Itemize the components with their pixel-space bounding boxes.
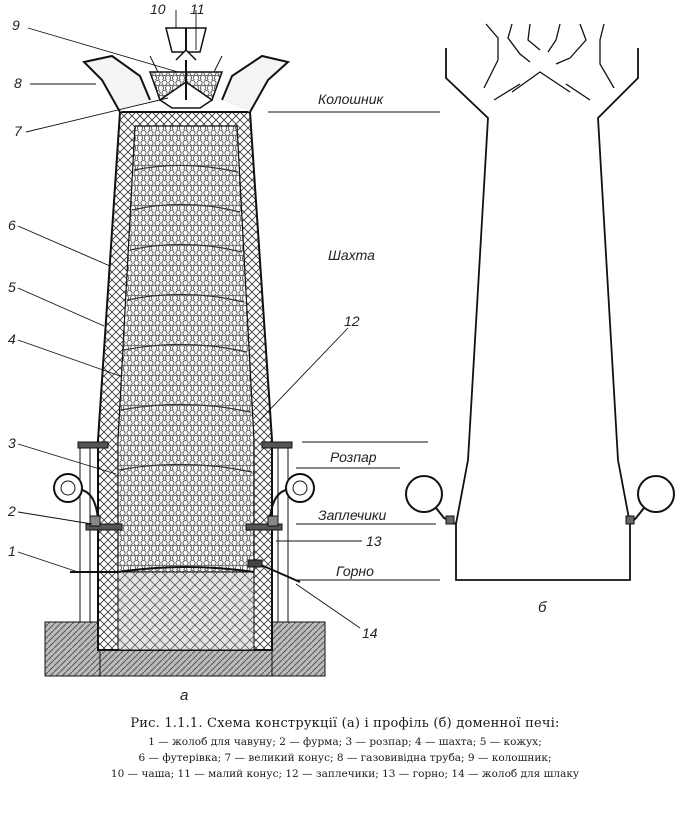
- label-6: 6: [8, 217, 16, 233]
- label-12: 12: [344, 313, 360, 329]
- profile-pipe-right: [637, 475, 675, 513]
- foundation-right: [269, 621, 326, 677]
- legend-line: 1 — жолоб для чавуну; 2 — фурма; 3 — роз…: [148, 736, 542, 748]
- profile-outline: [445, 48, 639, 581]
- label-8: 8: [14, 75, 22, 91]
- tuyere-ring-right: [245, 523, 283, 531]
- label-14: 14: [362, 625, 378, 641]
- hearth-bricks: [117, 571, 255, 651]
- label-11: 11: [190, 1, 205, 17]
- mantle-ring-right: [261, 441, 293, 449]
- label-1: 1: [8, 543, 16, 559]
- gas-uptake-left: [81, 54, 151, 113]
- sublabel-b: б: [538, 599, 547, 616]
- column-left: [79, 447, 91, 623]
- hearth-metal: [117, 566, 255, 573]
- sublabel-a: а: [180, 687, 188, 704]
- figure-caption: Рис. 1.1.1. Схема конструкції (а) і проф…: [0, 716, 690, 782]
- foundation-left: [44, 621, 106, 677]
- label-5: 5: [8, 279, 16, 295]
- small-cone: [175, 48, 197, 61]
- leader-lines: [17, 10, 440, 629]
- blast-furnace-diagram: 9 10 11 8 7 6 5 4 3 2 1 12 13 14 Колошни…: [7, 1, 675, 704]
- profile-pipe-left: [405, 475, 443, 513]
- furnace-construction: [44, 27, 326, 677]
- gas-uptake-right: [221, 54, 291, 113]
- label-4: 4: [8, 331, 16, 347]
- label-7: 7: [14, 123, 23, 139]
- tuyere-left: [89, 515, 101, 527]
- bustle-pipe-right: [285, 473, 315, 503]
- label-10: 10: [150, 1, 166, 17]
- furnace-profile: [405, 23, 675, 581]
- column-right: [277, 447, 289, 623]
- label-13: 13: [366, 533, 382, 549]
- legend-line: 10 — чаша; 11 — малий конус; 12 — заплеч…: [110, 768, 580, 780]
- label-2: 2: [7, 503, 16, 519]
- legend-line: 6 — футерівка; 7 — великий конус; 8 — га…: [138, 752, 552, 764]
- zone-shakhta: Шахта: [328, 247, 375, 263]
- bustle-pipe-left: [53, 473, 83, 503]
- charge-layers: [118, 164, 253, 473]
- zone-rozpar: Розпар: [330, 449, 377, 465]
- caption-title: Рис. 1.1.1. Схема конструкції (а) і проф…: [130, 716, 560, 731]
- zone-zaplechyky: Заплечики: [318, 507, 386, 523]
- zone-gorno: Горно: [336, 563, 374, 579]
- tuyere-right: [267, 515, 279, 527]
- tuyere-ring-left: [85, 523, 123, 531]
- zone-kolosnyk: Колошник: [318, 91, 385, 107]
- label-9: 9: [12, 17, 20, 33]
- mantle-ring-left: [77, 441, 109, 449]
- label-3: 3: [8, 435, 16, 451]
- caption-legend: 1 — жолоб для чавуну; 2 — фурма; 3 — роз…: [0, 734, 690, 782]
